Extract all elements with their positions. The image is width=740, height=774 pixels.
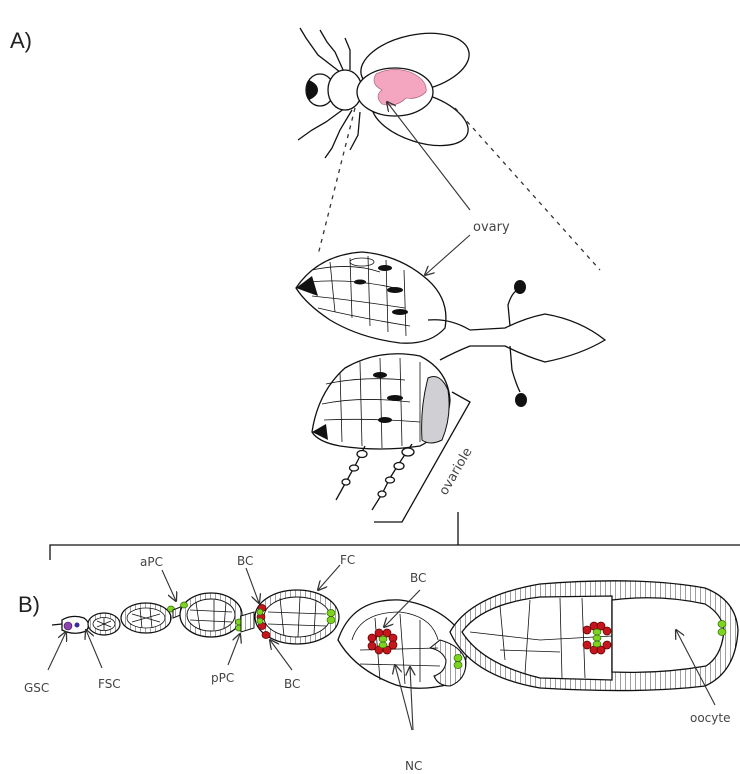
fc-label: FC	[340, 553, 355, 567]
zoom-line-right	[455, 108, 600, 270]
oocyte-label: oocyte	[690, 711, 730, 725]
bc-top-arrow	[246, 568, 259, 603]
panel-b-label: B)	[18, 592, 40, 617]
germline-stem-cell	[64, 622, 72, 630]
ppc-arrow	[228, 634, 240, 665]
apc-arrow	[162, 570, 176, 601]
bc-bottom-label: BC	[284, 677, 300, 691]
ovariole-diagram	[52, 581, 738, 691]
apc-label: aPC	[140, 555, 163, 569]
ovary-label: ovary	[473, 220, 510, 235]
zoom-line-left	[318, 108, 355, 255]
panel-b-bracket	[50, 512, 740, 560]
gsc-arrow	[48, 632, 66, 670]
fc-arrow	[318, 565, 340, 590]
ovary-arrow-enlarged	[425, 235, 470, 275]
vitellarium-highlight	[422, 377, 450, 444]
nc-label: NC	[405, 759, 422, 773]
bc-mid-label: BC	[410, 571, 426, 585]
bc-bottom-arrow	[270, 640, 292, 670]
fsc-arrow	[86, 630, 102, 668]
ppc-label: pPC	[211, 671, 234, 685]
bc-top-label: BC	[237, 554, 253, 568]
fsc-label: FSC	[98, 677, 121, 691]
fly-drawing	[298, 24, 475, 158]
panel-a-label: A)	[10, 28, 32, 53]
gsc-label: GSC	[24, 681, 49, 695]
ovary-arrow-fly	[387, 102, 470, 210]
ovariole-label: ovariole	[436, 445, 475, 498]
